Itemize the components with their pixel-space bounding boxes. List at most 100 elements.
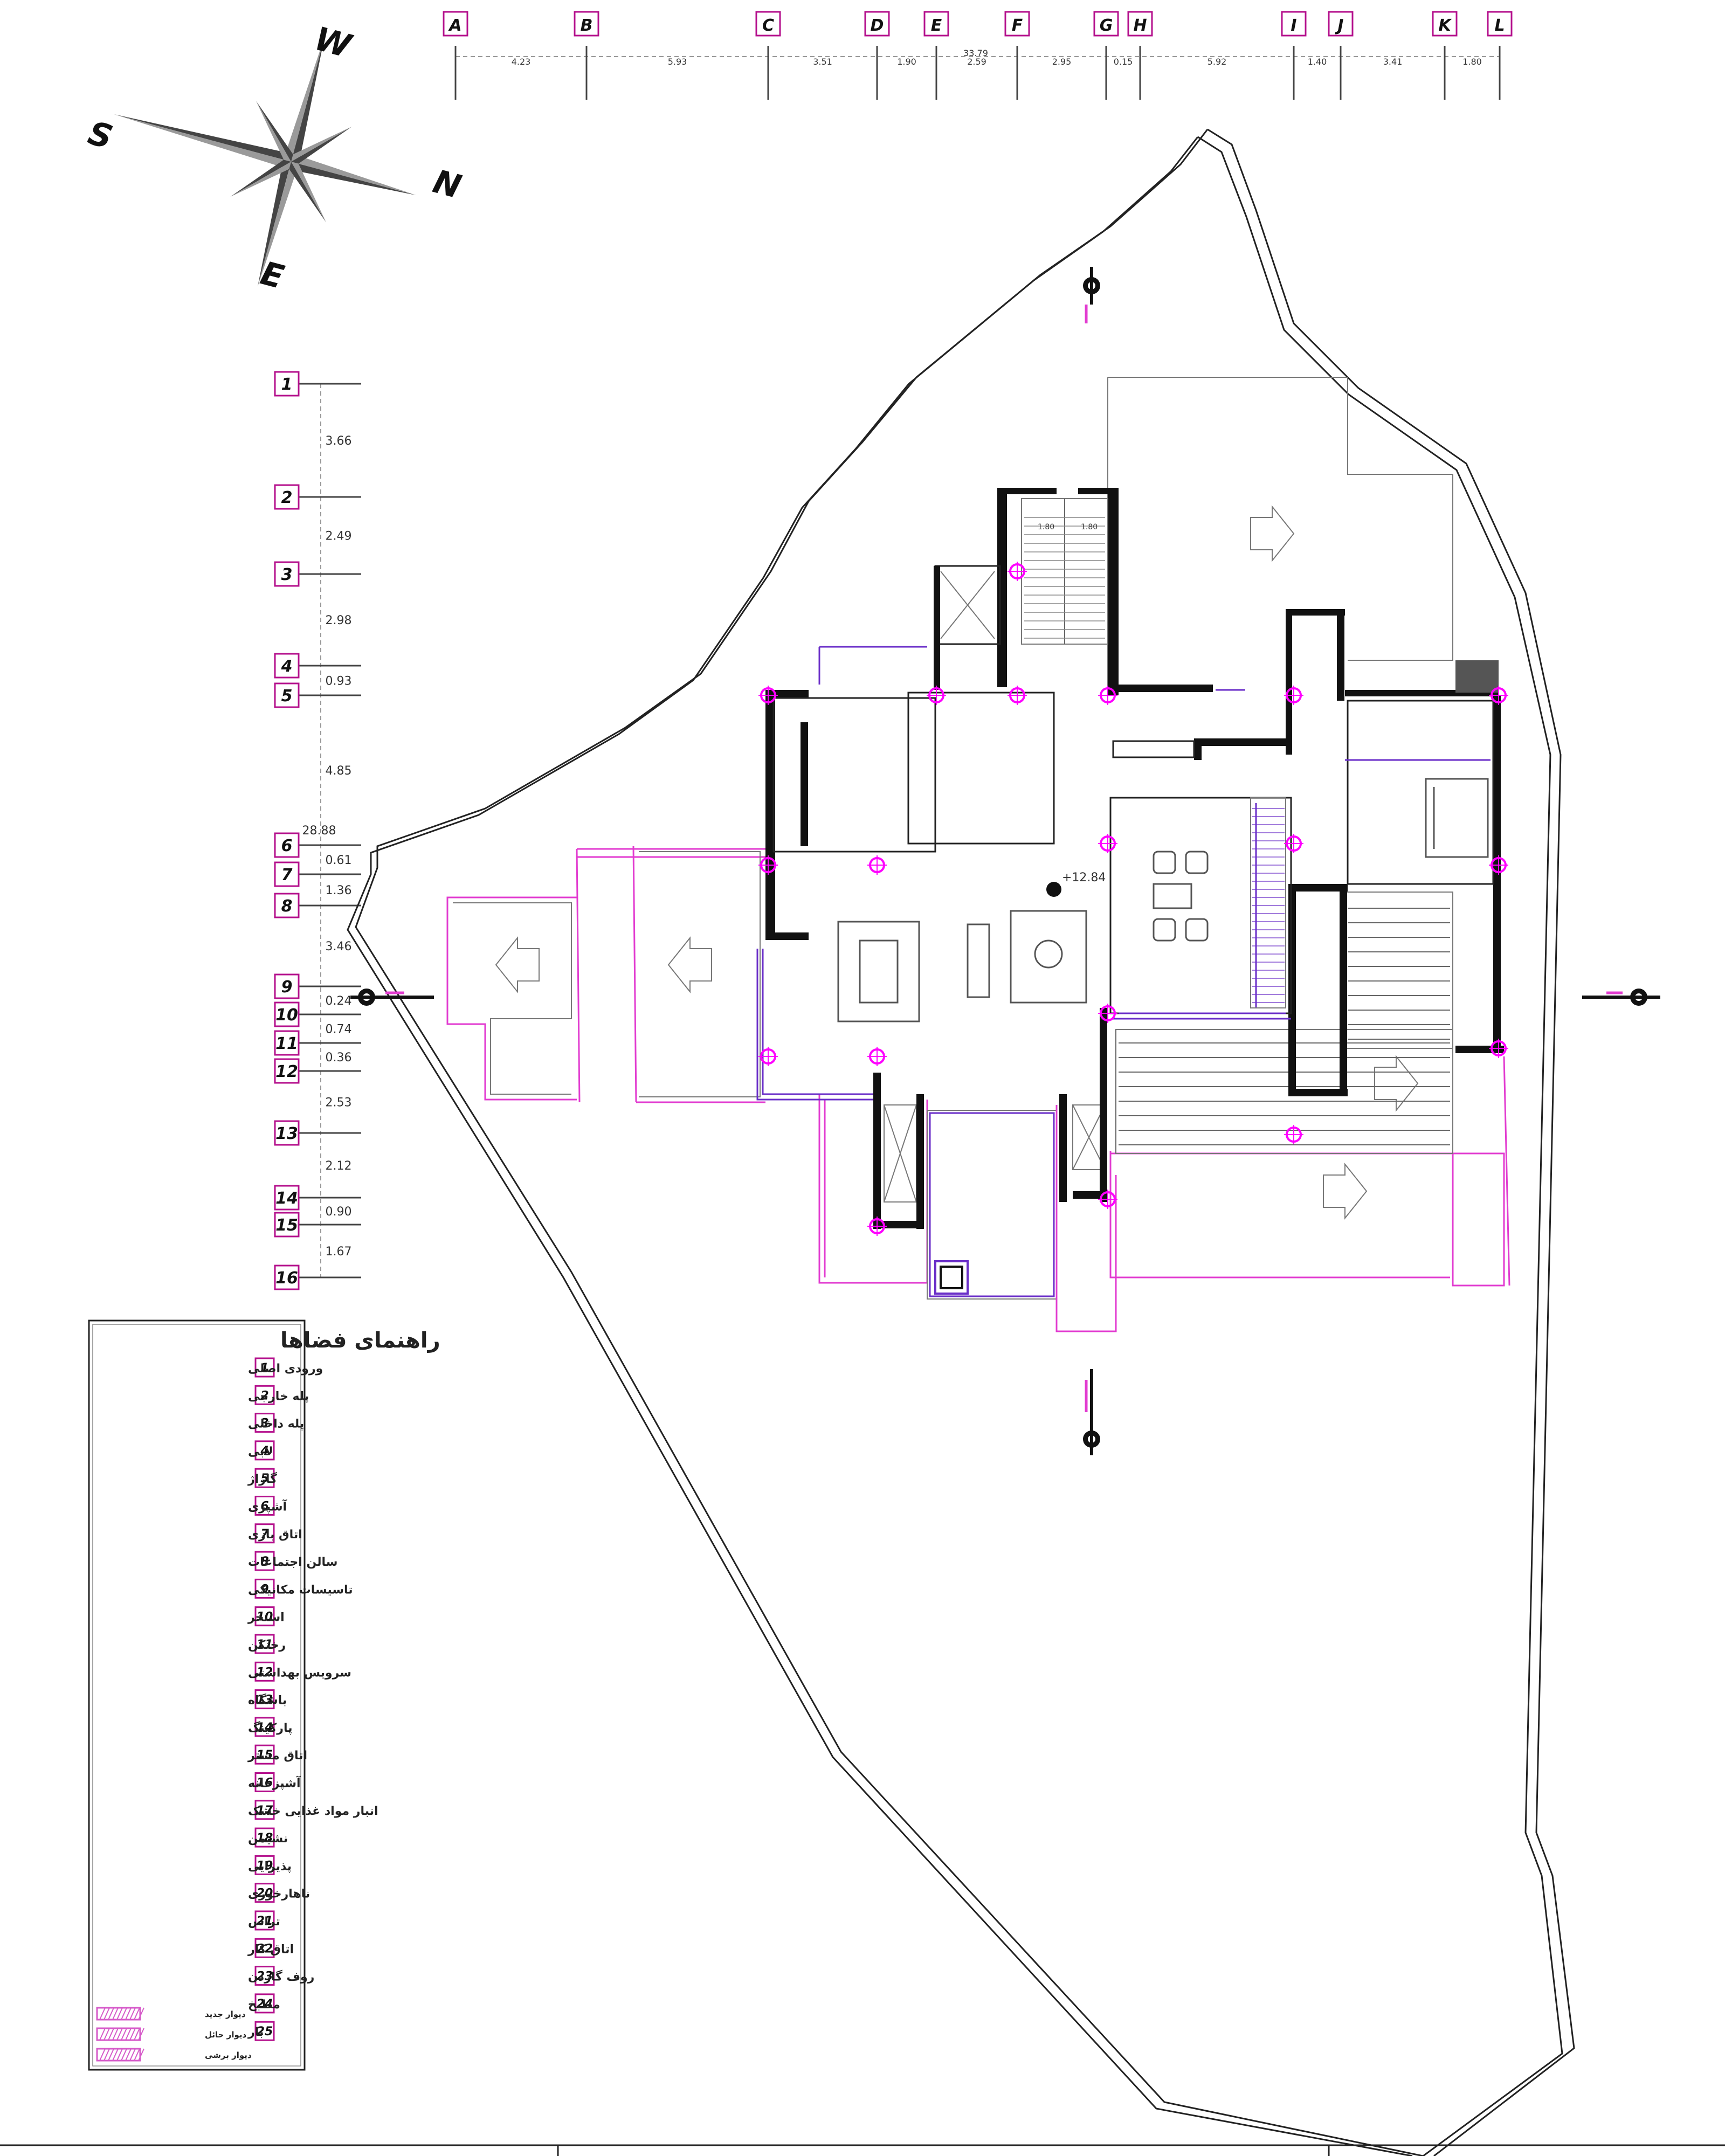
axis-y-marker — [274, 1058, 300, 1084]
axis-x-label: J — [1335, 16, 1343, 35]
legend-number: 19 — [257, 1859, 273, 1872]
legend-number: 11 — [257, 1638, 273, 1651]
axis-y-marker — [274, 973, 300, 999]
bottom-terrace — [818, 1094, 1117, 1332]
legend-number: 8 — [260, 1555, 268, 1568]
wall-type-swatch — [96, 2027, 141, 2041]
axis-y-marker — [274, 484, 300, 510]
section-marker-left — [350, 989, 434, 1006]
axis-y-marker — [274, 682, 300, 708]
legend-number: 25 — [257, 2025, 273, 2038]
legend-space-label: بار — [247, 2026, 264, 2039]
axis-y-marker — [274, 1120, 300, 1146]
axis-y-label: 10 — [275, 1006, 298, 1025]
legend-number-box — [254, 1523, 275, 1544]
legend-number-box — [254, 1938, 275, 1958]
legend-space-label: آشپزی — [248, 1499, 287, 1514]
axis-x-label: A — [448, 16, 461, 35]
legend-number: 17 — [257, 1804, 273, 1818]
legend-number-box — [254, 1606, 275, 1627]
legend-number: 21 — [257, 1915, 273, 1928]
axis-y-span: 2.98 — [326, 614, 352, 627]
legend-number: 5 — [260, 1472, 268, 1485]
legend-number-box — [254, 1385, 275, 1405]
axis-y-label: 3 — [281, 565, 293, 584]
axis-x-marker — [443, 11, 468, 37]
axis-y-span: 0.93 — [326, 675, 352, 688]
axis-y-span: 3.46 — [326, 940, 352, 953]
axis-y-span: 0.24 — [326, 994, 352, 1008]
legend-number: 23 — [257, 1970, 273, 1984]
compass-east-label: E — [257, 254, 288, 296]
legend-space-label: لابی — [248, 1445, 273, 1459]
section-marker-bottom — [1083, 1369, 1100, 1455]
legend-number-box — [254, 1993, 275, 2014]
legend-number-box — [254, 1827, 275, 1848]
compass-star-icon — [114, 37, 416, 287]
axis-x-marker — [1127, 11, 1153, 37]
axis-x-span: 3.51 — [813, 57, 832, 67]
wall-type-label: دیوار حائل — [205, 2030, 246, 2040]
axis-y-label: 12 — [275, 1062, 298, 1081]
legend-number: 7 — [260, 1528, 269, 1541]
right-garden-area — [1107, 377, 1510, 1287]
furniture: +12.84 1.80 1.80 — [837, 523, 1489, 1022]
interior-stair — [1021, 498, 1286, 1008]
axis-y-span: 2.49 — [326, 530, 352, 543]
wall-type-label: دیوار جدید — [205, 2009, 246, 2019]
axis-y-span: 0.61 — [326, 854, 352, 867]
axis-x-span: 3.41 — [1383, 57, 1403, 67]
legend-space-label: پذیرایی — [248, 1860, 292, 1873]
legend-number: 16 — [257, 1777, 273, 1790]
structural-columns — [758, 562, 1508, 1236]
compass-south-label: S — [84, 114, 116, 157]
legend-number: 10 — [257, 1611, 273, 1624]
legend-number: 6 — [260, 1500, 268, 1514]
axis-x-span: 2.59 — [967, 57, 986, 67]
axis-y-marker — [274, 1264, 300, 1290]
axis-y-label: 5 — [281, 687, 293, 706]
axis-x-span: 4.23 — [512, 57, 531, 67]
title-block — [0, 2144, 1725, 2156]
level-mark-label: +12.84 — [1062, 871, 1106, 884]
axis-x-marker — [1328, 11, 1354, 37]
axis-x-marker — [923, 11, 949, 37]
legend-number-box — [254, 1855, 275, 1875]
legend-number: 24 — [257, 1998, 273, 2011]
axis-x-label: L — [1494, 16, 1505, 35]
axis-x-marker — [1093, 11, 1119, 37]
legend-space-label: اتاق کار — [247, 1943, 294, 1956]
site-boundary — [347, 128, 1575, 2156]
legend-number-box — [254, 1800, 275, 1820]
row-axes-y: 123456789101112131415163.662.492.980.934… — [274, 371, 361, 1290]
axis-y-label: 6 — [281, 837, 293, 855]
axis-y-marker — [274, 861, 300, 887]
building-walls — [756, 488, 1504, 1229]
legend-space-label: استخر — [247, 1611, 285, 1625]
legend-number-box — [254, 1468, 275, 1488]
axis-y-span: 1.67 — [326, 1245, 352, 1259]
axis-y-label: 4 — [281, 657, 293, 676]
axis-y-label: 16 — [275, 1269, 298, 1288]
axis-y-total: 28.88 — [302, 824, 336, 838]
legend-number-box — [254, 1634, 275, 1654]
axis-x-marker — [574, 11, 599, 37]
legend-number-box — [254, 2021, 275, 2041]
legend-space-label: مطبخ — [248, 1998, 280, 2012]
axis-x-marker — [755, 11, 781, 37]
axis-x-label: E — [931, 16, 942, 35]
axis-y-span: 1.36 — [326, 884, 352, 897]
legend-number: 14 — [257, 1721, 273, 1735]
wall-type-swatch — [96, 2007, 141, 2021]
section-marker-top — [1083, 267, 1100, 323]
legend-number-box — [254, 1413, 275, 1433]
legend-number: 20 — [257, 1887, 273, 1901]
axis-y-span: 3.66 — [326, 434, 352, 448]
axis-y-span: 0.36 — [326, 1051, 352, 1065]
wall-type-label: دیوار برشی — [205, 2050, 252, 2060]
axis-x-span: 5.93 — [668, 57, 687, 67]
level-marker-icon — [1046, 882, 1061, 897]
legend-number-box — [254, 1578, 275, 1599]
legend-number-box — [254, 1744, 275, 1765]
